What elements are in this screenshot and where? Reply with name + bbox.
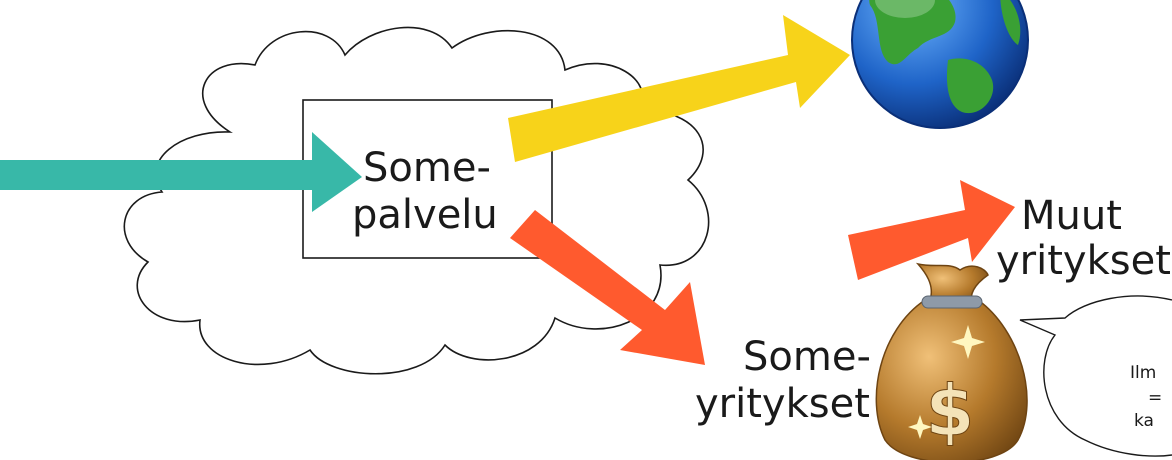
input-arrow (0, 132, 362, 212)
money-bag-icon: $ (875, 262, 1028, 460)
svg-text:$: $ (926, 370, 975, 452)
bubble-text-line1: Ilm (1130, 363, 1157, 383)
speech-bubble (1019, 295, 1172, 457)
service-label-line1: Some- (363, 145, 491, 191)
companies-label-line2: yritykset (695, 381, 870, 427)
other-label-line1: Muut (1021, 193, 1122, 239)
arrow-to-companies (510, 210, 705, 365)
other-label-line2: yritykset (996, 238, 1171, 284)
globe-icon (851, 0, 1029, 129)
bubble-text-line2: = (1148, 388, 1163, 408)
arrow-to-world (508, 15, 850, 162)
companies-label-line1: Some- (743, 334, 871, 380)
bubble-text-line3: ka (1134, 411, 1154, 431)
arrow-to-other-companies (848, 180, 1015, 280)
service-label-line2: palvelu (352, 192, 498, 238)
